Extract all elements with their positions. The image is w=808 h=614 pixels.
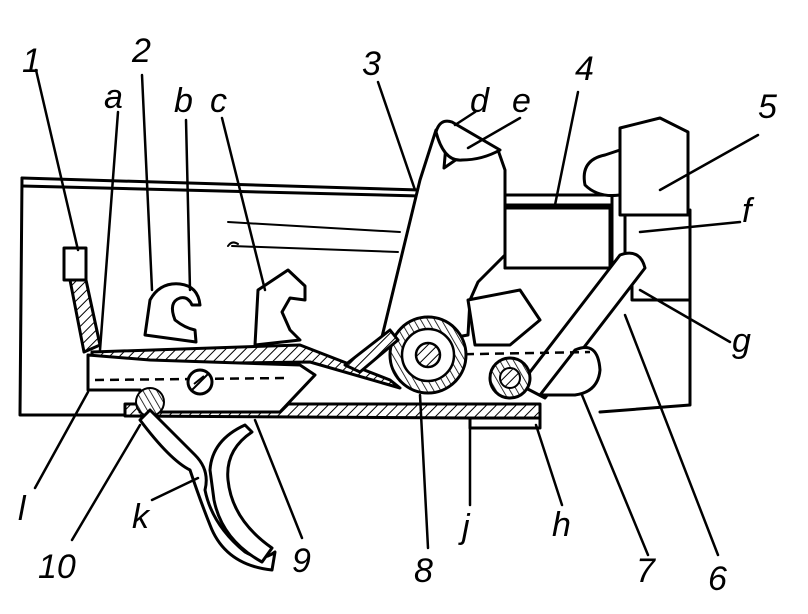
guide-rod	[518, 251, 647, 400]
label-7: 7	[636, 552, 656, 590]
locking-block	[582, 116, 692, 302]
label-b: b	[174, 82, 193, 120]
label-g: g	[732, 322, 751, 360]
trigger-pivot-pin	[186, 368, 214, 396]
stop-block	[468, 416, 542, 430]
label-a: a	[104, 78, 123, 116]
label-2: 2	[131, 32, 151, 70]
label-l: l	[18, 490, 27, 528]
safety-lever	[62, 246, 102, 354]
sear-lug	[253, 268, 307, 347]
bolt-carrier	[503, 206, 612, 270]
label-f: f	[742, 192, 755, 230]
link-dashed	[419, 350, 591, 357]
label-4: 4	[575, 50, 594, 88]
spring-housing	[538, 346, 602, 397]
label-8: 8	[414, 552, 433, 590]
label-9: 9	[292, 542, 311, 580]
hammer-spring-coil	[388, 315, 468, 395]
label-j: j	[458, 508, 471, 546]
label-5: 5	[758, 88, 777, 126]
hammer-tip	[434, 119, 502, 162]
leader-lines	[33, 68, 760, 557]
spring-leg	[343, 328, 400, 374]
guide-line-lower	[227, 241, 399, 253]
label-e: e	[512, 82, 531, 120]
label-k: k	[132, 498, 151, 536]
trigger-blade	[208, 423, 274, 564]
guide-line-upper	[227, 221, 401, 233]
label-10: 10	[38, 548, 76, 586]
disconnector	[143, 282, 202, 344]
sear-spring-coil	[488, 356, 532, 400]
label-1: 1	[22, 42, 41, 80]
label-3: 3	[362, 45, 381, 83]
label-d: d	[470, 82, 490, 120]
hammer-strut	[466, 288, 542, 347]
label-6: 6	[708, 560, 727, 598]
label-c: c	[210, 82, 227, 120]
label-h: h	[552, 506, 571, 544]
